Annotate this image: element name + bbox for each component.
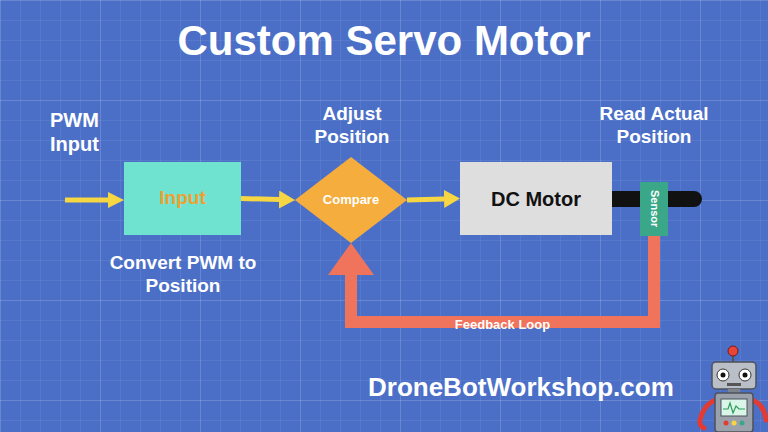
signal-name: PWM Input [50,108,116,156]
diagram-title: Custom Servo Motor [0,20,768,62]
diamond-fill [295,157,407,243]
input-signal-line [65,198,108,203]
motor-box: DC Motor [460,162,612,235]
input-signal-head [108,192,124,208]
decision-diamond: Compare [295,157,407,243]
signal-arrow [407,199,444,200]
step-note: Adjust Position [296,103,408,149]
node-label: Compare [323,192,379,208]
step-note: Convert PWM to Position [107,252,259,298]
node-label: Sensor [647,190,660,227]
watermark: DroneBotWorkshop.com [368,372,708,403]
signal-arrow [241,199,279,200]
input-box: Input [124,162,241,235]
step-note: Read Actual Position [583,103,725,149]
robot-mascot [700,346,766,432]
feedback-arrow [351,236,654,322]
edge-label: Feedback Loop [455,317,550,333]
node-label: DC Motor [491,187,581,211]
sensor-box: Sensor [640,182,668,236]
node-label: Input [159,187,205,210]
